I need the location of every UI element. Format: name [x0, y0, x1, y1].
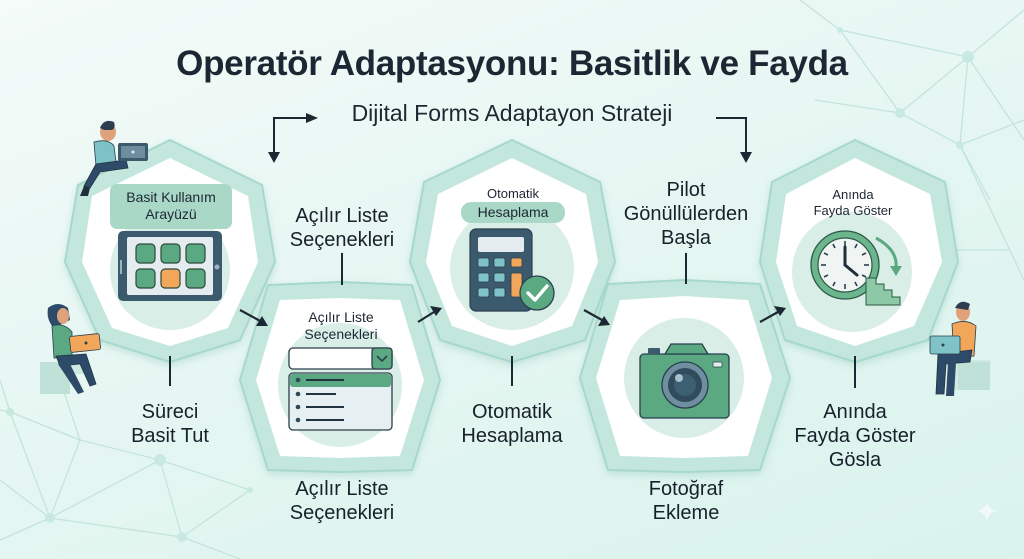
- tablet-icon: [118, 231, 222, 301]
- camera-icon: [639, 343, 730, 419]
- subtitle: Dijital Forms Adaptayon Strateji: [351, 100, 673, 126]
- step-2-outer-label: Açılır Liste Seçenekleri: [289, 478, 395, 524]
- calculator-check-icon: [469, 228, 555, 312]
- dropdown-list-icon: [288, 347, 393, 431]
- step-5-inner-label: Anında Fayda Göster: [813, 187, 893, 218]
- step-5-outer-label: Anında Fayda Göster Gösla: [794, 401, 916, 471]
- step-2-top-label: Açılır Liste Seçenekleri: [289, 205, 395, 251]
- sparkle-icon: [976, 500, 998, 522]
- clock-stairs-icon: [810, 230, 902, 306]
- step-4-outer-label: Fotoğraf Ekleme: [648, 478, 724, 524]
- person-left-illustration: [40, 304, 101, 394]
- step-1-inner-label: Basit Kullanım Arayüzü: [126, 189, 216, 222]
- person-right-illustration: [929, 301, 990, 396]
- page-title: Operatör Adaptasyonu: Basitlik ve Fayda: [176, 44, 848, 83]
- step-3-outer-label: Otomatik Hesaplama: [461, 401, 563, 447]
- step-4-top-label: Pilot Gönüllülerden Başla: [623, 179, 749, 249]
- step-3-inner-label: Otomatik Hesaplama: [477, 186, 549, 220]
- step-1-outer-label: Süreci Basit Tut: [131, 401, 209, 447]
- step-2-inner-label: Açılır Liste Seçenekleri: [304, 309, 378, 342]
- person-top-left-illustration: [80, 120, 148, 196]
